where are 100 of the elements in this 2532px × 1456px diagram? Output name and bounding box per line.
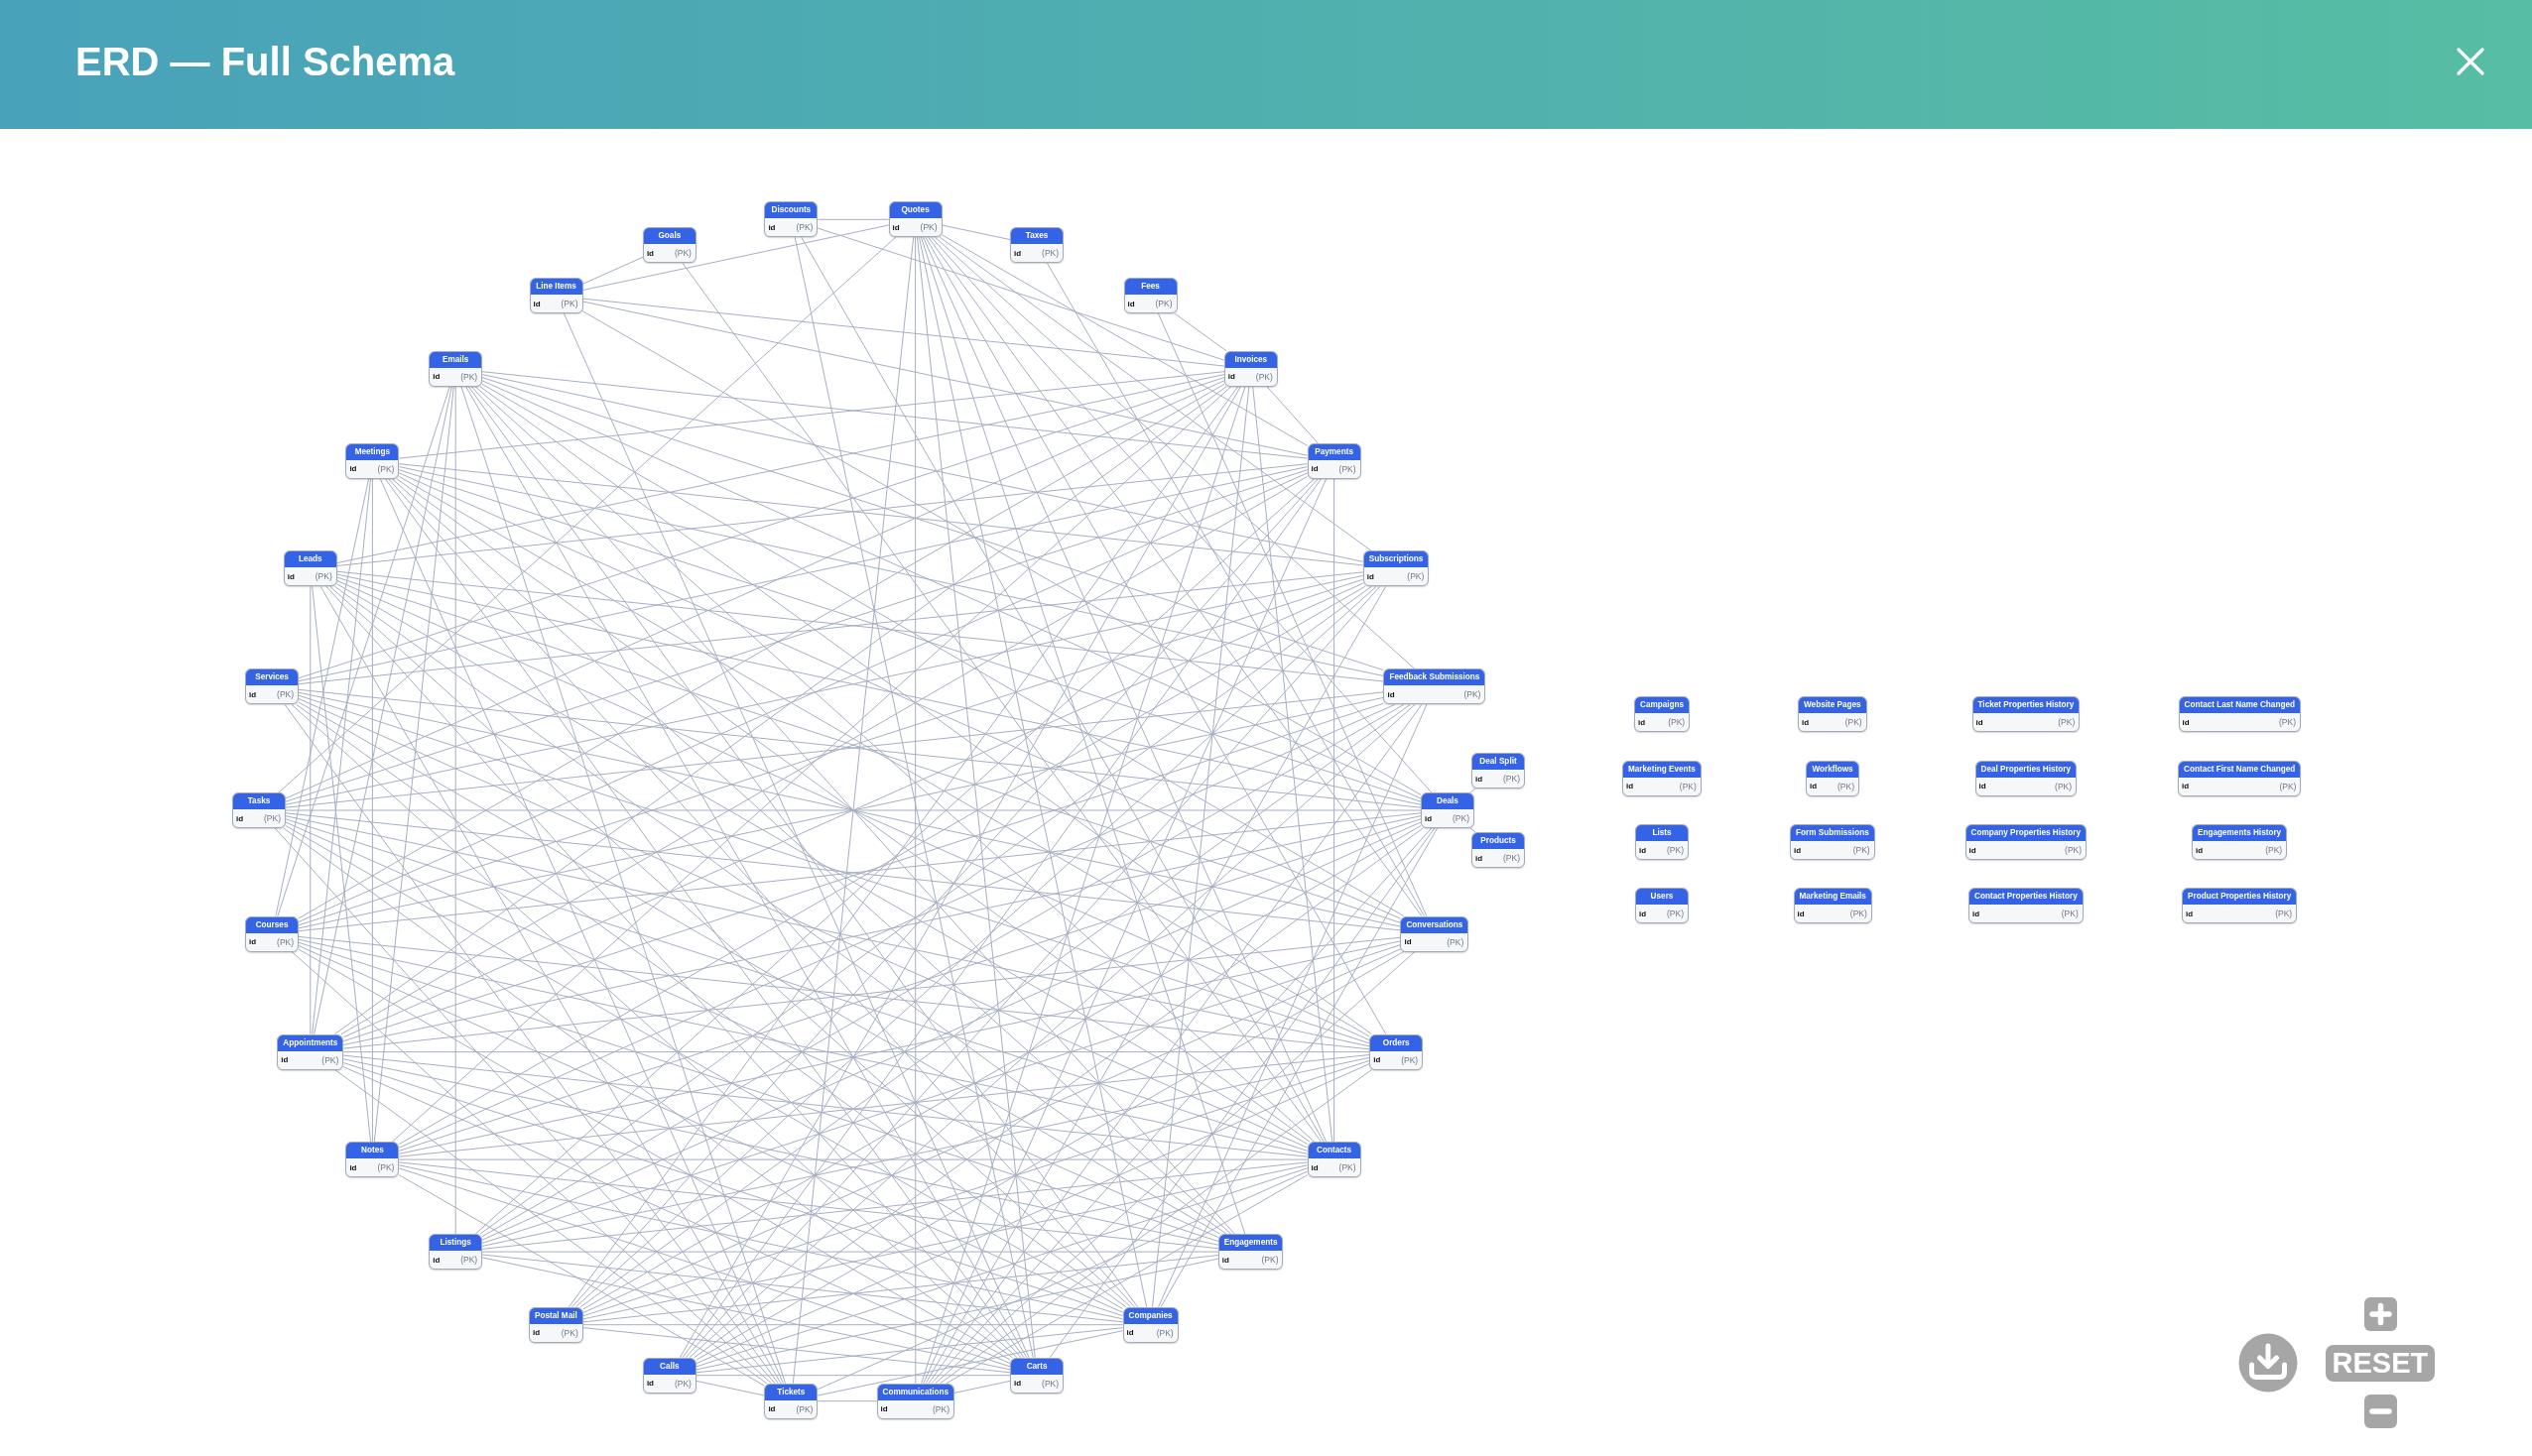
key-label: (PK)	[1338, 1162, 1356, 1173]
key-label: (PK)	[1844, 717, 1862, 727]
table-name: Meetings	[346, 443, 399, 460]
table-name: Emails	[430, 351, 482, 368]
key-label: (PK)	[2065, 845, 2083, 855]
relationship-line	[582, 1164, 1309, 1320]
relationship-line	[310, 585, 312, 1035]
relationship-line	[582, 1324, 1123, 1326]
relationship-line	[923, 478, 1328, 1385]
entity-table	[1971, 696, 2081, 732]
column-name: id	[2196, 845, 2204, 855]
relationship-line	[564, 312, 1030, 1359]
relationship-line	[275, 478, 370, 916]
entity-table	[642, 1357, 696, 1394]
entity-table	[2178, 760, 2302, 796]
entity-table	[764, 1383, 819, 1419]
column-name: id	[1014, 248, 1022, 258]
relationship-line	[925, 236, 1387, 1035]
key-label: (PK)	[1503, 853, 1520, 863]
relationship-line	[342, 1051, 1370, 1053]
relationship-line	[928, 704, 1423, 1385]
relationship-line	[582, 1059, 1370, 1317]
key-label: (PK)	[561, 1327, 578, 1338]
entity-table	[1798, 696, 1867, 732]
relationship-line	[481, 944, 1401, 1244]
column-name: id	[349, 1162, 357, 1172]
table-name: Appointments	[278, 1034, 343, 1051]
key-label: (PK)	[1837, 781, 1854, 791]
entity-table	[1307, 1142, 1361, 1178]
table-name: Deal Properties History	[1975, 761, 2077, 778]
relationship-line	[481, 383, 1405, 916]
column-name: id	[1639, 845, 1647, 855]
entity-table	[1635, 888, 1689, 923]
table-name: Lists	[1636, 825, 1688, 841]
relationship-line	[298, 698, 1309, 1149]
entity-table	[1010, 1357, 1065, 1394]
column-name: id	[1404, 937, 1412, 947]
entity-table	[232, 792, 286, 828]
relationship-line	[298, 945, 1123, 1313]
relationship-line	[685, 585, 1381, 1359]
key-label: (PK)	[1503, 774, 1520, 784]
table-name: Tickets	[765, 1384, 818, 1400]
relationship-line	[582, 1255, 1219, 1323]
column-name: id	[1639, 909, 1647, 918]
relationship-line	[277, 386, 450, 916]
entity-table	[1362, 550, 1430, 587]
key-label: (PK)	[1679, 781, 1697, 791]
relationship-line	[334, 386, 1227, 1035]
key-label: (PK)	[277, 936, 295, 947]
relationship-line	[296, 704, 1127, 1308]
column-name: id	[1366, 571, 1374, 581]
table-name: Payments	[1308, 443, 1360, 460]
table-name: Engagements History	[2193, 825, 2287, 841]
relationship-line	[481, 380, 1422, 799]
relationship-line	[298, 466, 1309, 682]
entity-table	[2192, 824, 2288, 860]
column-name: id	[1978, 782, 1986, 790]
key-label: (PK)	[2275, 909, 2293, 918]
relationship-line	[481, 1251, 1219, 1253]
table-name: Contact Last Name Changed	[2179, 697, 2300, 713]
relationship-line	[342, 1066, 1011, 1365]
entity-table	[876, 1383, 955, 1419]
relationship-line	[689, 704, 1416, 1359]
key-label: (PK)	[1401, 1054, 1419, 1065]
key-label: (PK)	[933, 1403, 950, 1414]
relationship-line	[325, 585, 1022, 1359]
relationship-line	[391, 478, 1232, 1235]
relationship-line	[953, 1380, 1011, 1394]
table-name: Form Submissions	[1791, 825, 1874, 841]
table-name: Marketing Events	[1623, 761, 1701, 778]
table-name: Companies	[1123, 1307, 1178, 1324]
key-label: (PK)	[321, 1054, 339, 1065]
relationship-line	[336, 374, 1225, 564]
table-name: Workflows	[1807, 761, 1858, 778]
column-name: id	[768, 222, 776, 232]
table-name: Products	[1472, 833, 1524, 849]
relationship-line	[696, 1063, 1370, 1365]
key-label: (PK)	[920, 222, 938, 233]
table-name: Ticket Properties History	[1972, 697, 2080, 713]
relationship-line	[696, 951, 1405, 1361]
relationship-line	[481, 1161, 1309, 1250]
key-label: (PK)	[1667, 909, 1684, 918]
relationship-line	[460, 386, 786, 1385]
relationship-line	[921, 386, 1246, 1385]
relationship-line	[298, 383, 1225, 919]
column-name: id	[1794, 845, 1802, 855]
entity-table	[1421, 792, 1474, 828]
entity-table	[429, 1234, 483, 1271]
key-label: (PK)	[1463, 689, 1481, 700]
relationship-line	[917, 236, 1036, 1359]
entity-table	[1383, 668, 1486, 705]
entity-table	[1793, 888, 1872, 923]
relationship-line	[682, 262, 1322, 1143]
entity-table	[1123, 278, 1178, 314]
reset-button: RESET	[2325, 1344, 2436, 1382]
relationship-line	[696, 1167, 1309, 1368]
column-name: id	[1638, 717, 1646, 727]
relationship-line	[569, 386, 1239, 1308]
table-name: Communications	[877, 1384, 954, 1400]
relationship-line	[915, 236, 917, 1385]
